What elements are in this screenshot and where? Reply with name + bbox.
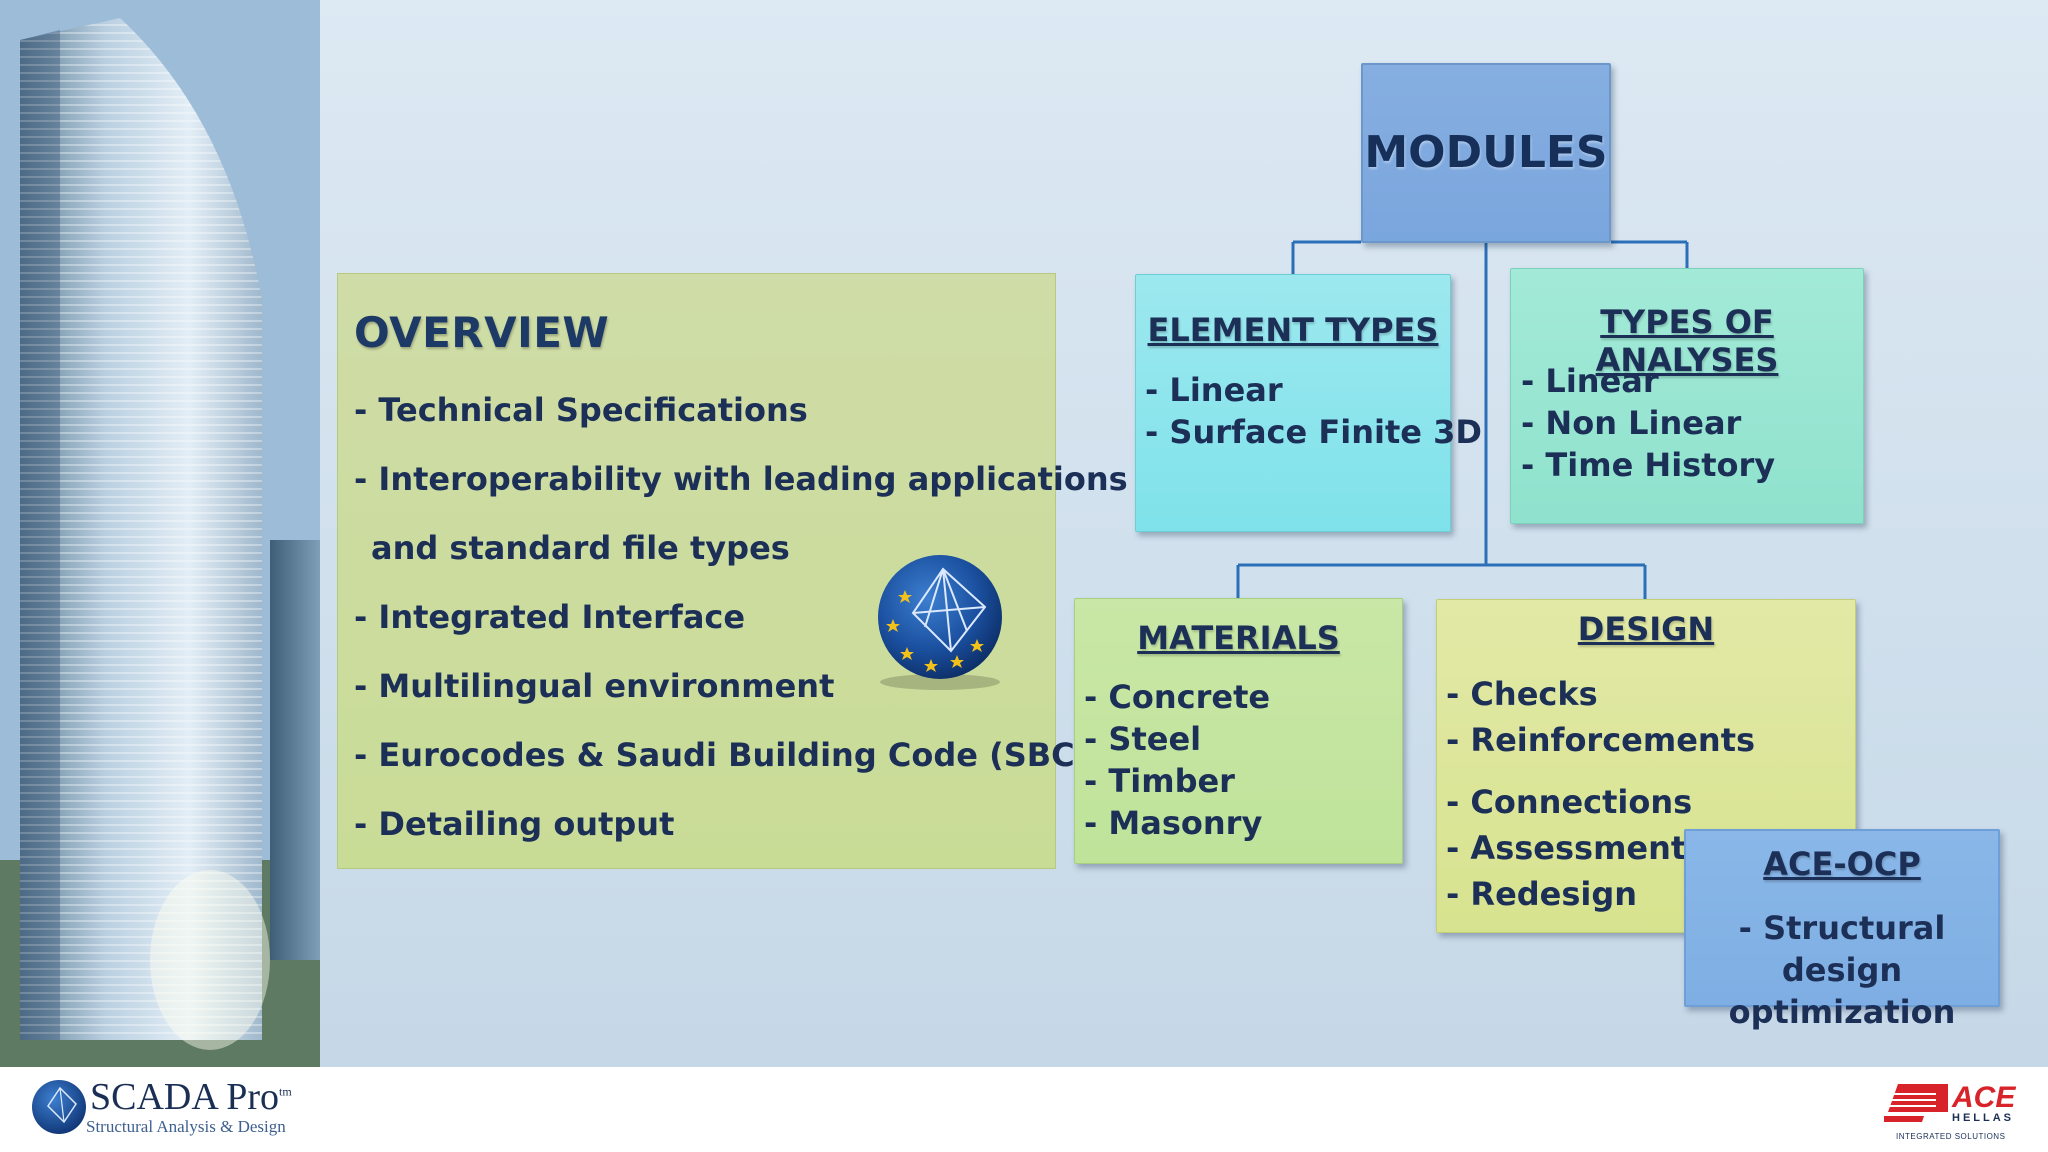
eu-globe-pyramid-icon	[865, 547, 1015, 697]
list-item: - Concrete	[1084, 678, 1271, 716]
ace-brand-text: ACE	[1952, 1081, 2016, 1114]
overview-title: OVERVIEW	[354, 308, 610, 357]
list-item: - Linear	[1521, 362, 1659, 400]
list-item: - Non Linear	[1521, 404, 1742, 442]
overview-panel: OVERVIEW - Technical Specifications - In…	[337, 273, 1128, 869]
overview-item: - Integrated Interface	[354, 598, 746, 636]
scada-globe-logo-icon	[30, 1078, 88, 1136]
modules-title: MODULES	[1364, 127, 1608, 178]
scada-tagline: Structural Analysis & Design	[86, 1117, 286, 1136]
list-item: - Masonry	[1084, 804, 1263, 842]
footer-bar	[0, 1067, 2048, 1152]
list-item: - Connections	[1446, 783, 1693, 821]
list-item: - Assessment	[1446, 829, 1687, 867]
overview-item: - Multilingual environment	[354, 667, 835, 705]
list-item: optimization	[1728, 993, 1956, 1031]
list-item: - Linear	[1145, 371, 1283, 409]
skyscraper-image	[0, 0, 320, 1067]
scada-brand-text: SCADA Pro	[90, 1076, 279, 1118]
overview-item: - Eurocodes & Saudi Building Code (SBC)	[354, 736, 1090, 774]
list-item: - Time History	[1521, 446, 1776, 484]
overview-item: - Interoperability with leading applicat…	[354, 460, 1128, 498]
ace-ocp-box: ACE-OCP - Structural design optimization	[1684, 829, 2000, 1031]
list-item: - Structural design	[1738, 909, 1946, 989]
element-types-box: ELEMENT TYPES - Linear - Surface Finite …	[1135, 274, 1482, 532]
list-item: - Timber	[1084, 762, 1235, 800]
list-item: - Steel	[1084, 720, 1202, 758]
modules-box: MODULES	[1361, 63, 1611, 243]
list-item: - Redesign	[1446, 875, 1638, 913]
types-of-analyses-title: TYPES OF ANALYSES	[1595, 303, 1779, 379]
materials-title: MATERIALS	[1137, 619, 1340, 657]
materials-box: MATERIALS - Concrete - Steel - Timber - …	[1074, 598, 1403, 864]
list-item: - Surface Finite 3D	[1145, 413, 1482, 451]
list-item: - Checks	[1446, 675, 1598, 713]
design-title: DESIGN	[1577, 610, 1715, 648]
overview-item: - Detailing output	[354, 805, 675, 843]
ace-hellas-text: HELLAS	[1952, 1112, 2014, 1124]
ace-tagline: INTEGRATED SOLUTIONS	[1896, 1132, 2006, 1141]
overview-item: - Technical Specifications	[354, 391, 808, 429]
types-of-analyses-box: TYPES OF ANALYSES - Linear - Non Linear …	[1510, 268, 1864, 524]
scada-pro-logo: SCADA Protm	[90, 1075, 292, 1119]
overview-item: and standard file types	[371, 529, 790, 567]
list-item: - Reinforcements	[1446, 721, 1756, 759]
ace-hellas-logo-icon	[1884, 1082, 1948, 1128]
ace-ocp-title: ACE-OCP	[1763, 845, 1921, 883]
scada-tm-mark: tm	[279, 1084, 292, 1099]
element-types-title: ELEMENT TYPES	[1147, 311, 1439, 349]
